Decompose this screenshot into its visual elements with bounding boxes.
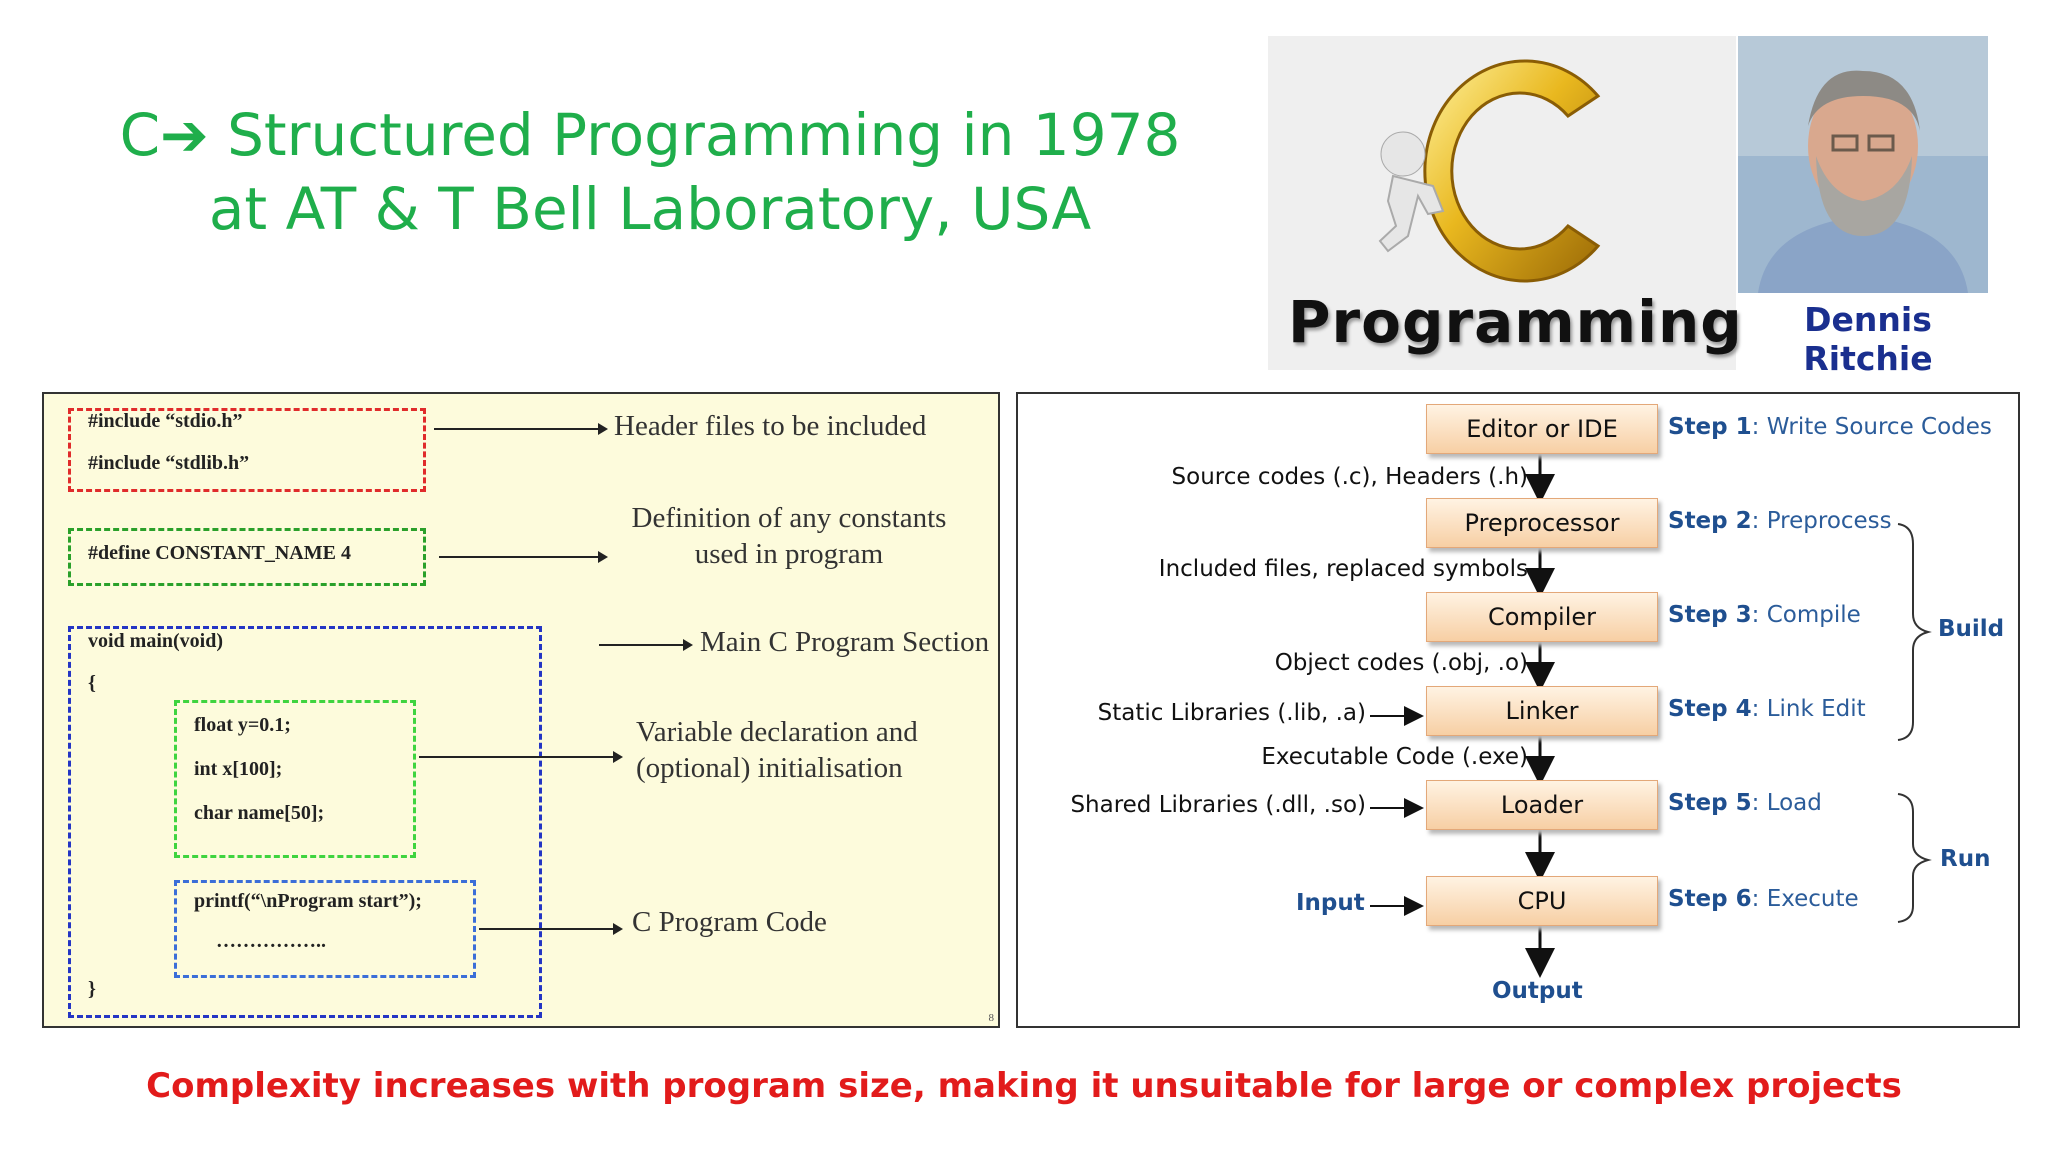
label-static-libraries: Static Libraries (.lib, .a) [1097, 700, 1366, 726]
label-shared-libraries: Shared Libraries (.dll, .so) [1070, 792, 1366, 818]
box-cpu: CPU [1426, 876, 1658, 926]
code-arrow [479, 923, 623, 935]
variable-note-1: Variable declaration and [636, 716, 918, 748]
c-program-structure-panel: #include “stdio.h” #include “stdlib.h” #… [42, 392, 1000, 1028]
header-note: Header files to be included [614, 410, 927, 442]
label-input: Input [1296, 890, 1365, 916]
box-preprocessor: Preprocessor [1426, 498, 1658, 548]
float-line: float y=0.1; [194, 714, 291, 736]
define-arrow [439, 551, 608, 563]
footer-note: Complexity increases with program size, … [146, 1066, 1902, 1106]
box-editor: Editor or IDE [1426, 404, 1658, 454]
variable-block [174, 700, 416, 858]
title-line-1: C➔ Structured Programming in 1978 [119, 101, 1181, 169]
step-2: Step 2: Preprocess [1668, 508, 1892, 534]
int-line: int x[100]; [194, 758, 283, 780]
label-included-files: Included files, replaced symbols [1158, 556, 1528, 582]
open-brace: { [88, 672, 96, 694]
code-note: C Program Code [632, 906, 827, 938]
label-object-codes: Object codes (.obj, .o) [1274, 650, 1528, 676]
main-line: void main(void) [88, 630, 224, 652]
define-note-2: used in program [694, 538, 884, 570]
variable-arrow [419, 751, 623, 763]
step-1: Step 1: Write Source Codes [1668, 414, 1992, 440]
main-note: Main C Program Section [700, 626, 990, 658]
code-block [174, 880, 476, 978]
dennis-ritchie-photo [1738, 36, 1988, 293]
box-linker: Linker [1426, 686, 1658, 736]
slide-title: C➔ Structured Programming in 1978 at AT … [100, 98, 1200, 246]
group-run: Run [1940, 846, 1991, 872]
char-line: char name[50]; [194, 802, 325, 824]
page-number: 8 [988, 1012, 995, 1024]
c-programming-logo [1268, 36, 1736, 370]
main-block [68, 626, 542, 1018]
label-source-codes: Source codes (.c), Headers (.h) [1171, 464, 1528, 490]
define-note-1: Definition of any constants [631, 502, 947, 534]
include-stdlib: #include “stdlib.h” [88, 452, 250, 474]
header-arrow [434, 423, 608, 435]
define-line: #define CONSTANT_NAME 4 [88, 542, 351, 564]
printf-line: printf(“\nProgram start”); [194, 890, 422, 912]
title-line-2: at AT & T Bell Laboratory, USA [208, 175, 1092, 243]
define-block [68, 528, 426, 586]
variable-note-2: (optional) initialisation [636, 752, 903, 784]
step-6: Step 6: Execute [1668, 886, 1859, 912]
include-stdio: #include “stdio.h” [88, 410, 243, 432]
dots-line: …………….. [216, 930, 326, 952]
box-compiler: Compiler [1426, 592, 1658, 642]
label-output: Output [1492, 978, 1583, 1004]
step-3: Step 3: Compile [1668, 602, 1861, 628]
close-brace: } [88, 978, 96, 1000]
group-build: Build [1938, 616, 2005, 642]
main-arrow [599, 639, 693, 651]
step-4: Step 4: Link Edit [1668, 696, 1866, 722]
person-name: Dennis Ritchie [1803, 300, 1933, 378]
compilation-flow-panel: Editor or IDE Preprocessor Compiler Link… [1016, 392, 2020, 1028]
label-executable: Executable Code (.exe) [1261, 744, 1528, 770]
header-block [68, 408, 426, 492]
flow-connectors [1370, 452, 1932, 978]
programming-word: Programming [1288, 288, 1743, 356]
step-5: Step 5: Load [1668, 790, 1822, 816]
box-loader: Loader [1426, 780, 1658, 830]
